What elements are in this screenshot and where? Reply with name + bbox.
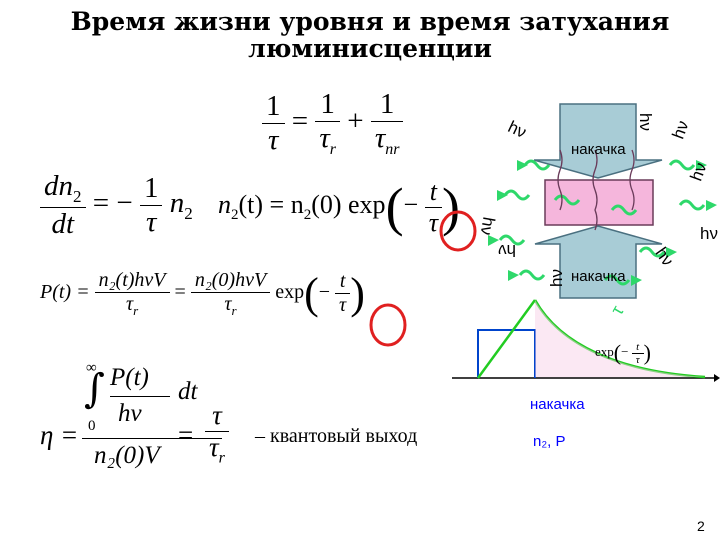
rise-curve	[476, 299, 537, 379]
minus-sign: −	[403, 189, 419, 219]
laser-crystal	[544, 179, 654, 226]
t-symbol: t	[339, 270, 346, 292]
tau-highlight-circle	[439, 210, 477, 252]
subscript-2: 2	[184, 203, 193, 223]
power-numerator: n₂(t)hνV	[98, 268, 166, 291]
decay-curve	[533, 299, 706, 379]
exp-text: exp	[275, 281, 305, 304]
argument-text: (t) = n	[238, 189, 304, 219]
tau-symbol: τ	[339, 294, 347, 316]
page-number: 2	[697, 518, 705, 534]
plot-legend: n₂, P	[533, 433, 566, 450]
dn-symbol: dn	[44, 170, 73, 202]
tau-symbol: τ	[212, 400, 222, 430]
hv-label: hν	[546, 269, 566, 287]
t-symbol: t	[636, 340, 640, 353]
hv-label: hν	[498, 241, 516, 260]
subscript-r: r	[329, 140, 336, 158]
title-line-1: Время жизни уровня и время затухания	[70, 7, 670, 36]
subscript-r: r	[231, 302, 237, 318]
t-symbol: t	[429, 176, 437, 206]
h-nu: hν	[118, 400, 142, 427]
subscript-r: r	[218, 449, 225, 467]
decay-shading	[535, 300, 705, 377]
photon-squiggles	[498, 159, 706, 286]
n-symbol: n	[169, 187, 185, 220]
tau-highlight-circle	[369, 303, 407, 347]
tau-r-symbol: τ	[319, 122, 330, 154]
tau-r-symbol: τ	[209, 432, 219, 462]
quantum-yield-label: – квантовый выход	[255, 425, 418, 447]
subscript-2: 2	[303, 207, 312, 224]
exp-text: exp	[595, 343, 614, 359]
pump-arrow-bottom	[534, 225, 663, 299]
zero-symbol: 0	[88, 418, 96, 434]
equals-sign: =	[174, 281, 186, 304]
tau-symbol: τ	[428, 207, 439, 237]
dt-symbol: dt	[178, 378, 198, 405]
hv-label: hν	[700, 224, 718, 243]
power-numerator: n₂(0)hνV	[194, 268, 267, 291]
tau-symbol: τ	[224, 292, 232, 315]
page-title: Время жизни уровня и время затухания люм…	[0, 8, 720, 62]
tau-symbol: τ	[125, 292, 134, 315]
frac-numerator: 1	[266, 89, 281, 122]
efficiency-denominator: n₂(0)V	[94, 442, 160, 469]
hv-label: hν	[476, 215, 499, 237]
eta-symbol: η =	[40, 420, 79, 450]
p-of-t: P(t) =	[40, 281, 90, 304]
x-axis-arrowhead	[714, 374, 720, 382]
tau-symbol: τ	[146, 205, 157, 238]
tau-symbol: τ	[635, 353, 640, 366]
pump-label-top: накачка	[571, 141, 626, 158]
subscript-r: r	[133, 302, 139, 318]
equals-sign: =	[291, 105, 309, 138]
tau-nr-symbol: τ	[374, 122, 386, 154]
subscript-nr: nr	[385, 140, 400, 158]
plot-x-label: накачка	[530, 396, 585, 413]
n-symbol: n	[218, 189, 231, 219]
equals-sign: =	[178, 420, 194, 450]
pump-label-bottom: накачка	[571, 268, 626, 285]
exp-text: (0) exp	[311, 189, 386, 219]
photon-heads	[488, 160, 717, 286]
frac-numerator: 1	[143, 171, 159, 204]
dt-symbol: dt	[51, 207, 75, 240]
equals-minus: = −	[92, 187, 133, 220]
hv-label: hν	[635, 113, 655, 131]
eta-symbol-block: η =	[40, 420, 78, 451]
frac-numerator: 1	[320, 88, 335, 120]
p-of-t: P(t)	[110, 364, 149, 391]
efficiency-fraction: ∞ ∫ 0 P(t) hν dt n₂(0)V	[82, 360, 232, 472]
frac-numerator: 1	[379, 88, 395, 120]
title-line-2: люминисценции	[248, 34, 492, 63]
decay-wiggles	[557, 149, 635, 231]
plus-sign: +	[347, 105, 364, 138]
subscript-2: 2	[231, 207, 239, 224]
pump-arrow-top	[533, 103, 663, 179]
tau-symbol: τ	[268, 123, 279, 156]
subscript-2: 2	[73, 186, 82, 206]
infinity-symbol: ∞	[86, 360, 97, 376]
